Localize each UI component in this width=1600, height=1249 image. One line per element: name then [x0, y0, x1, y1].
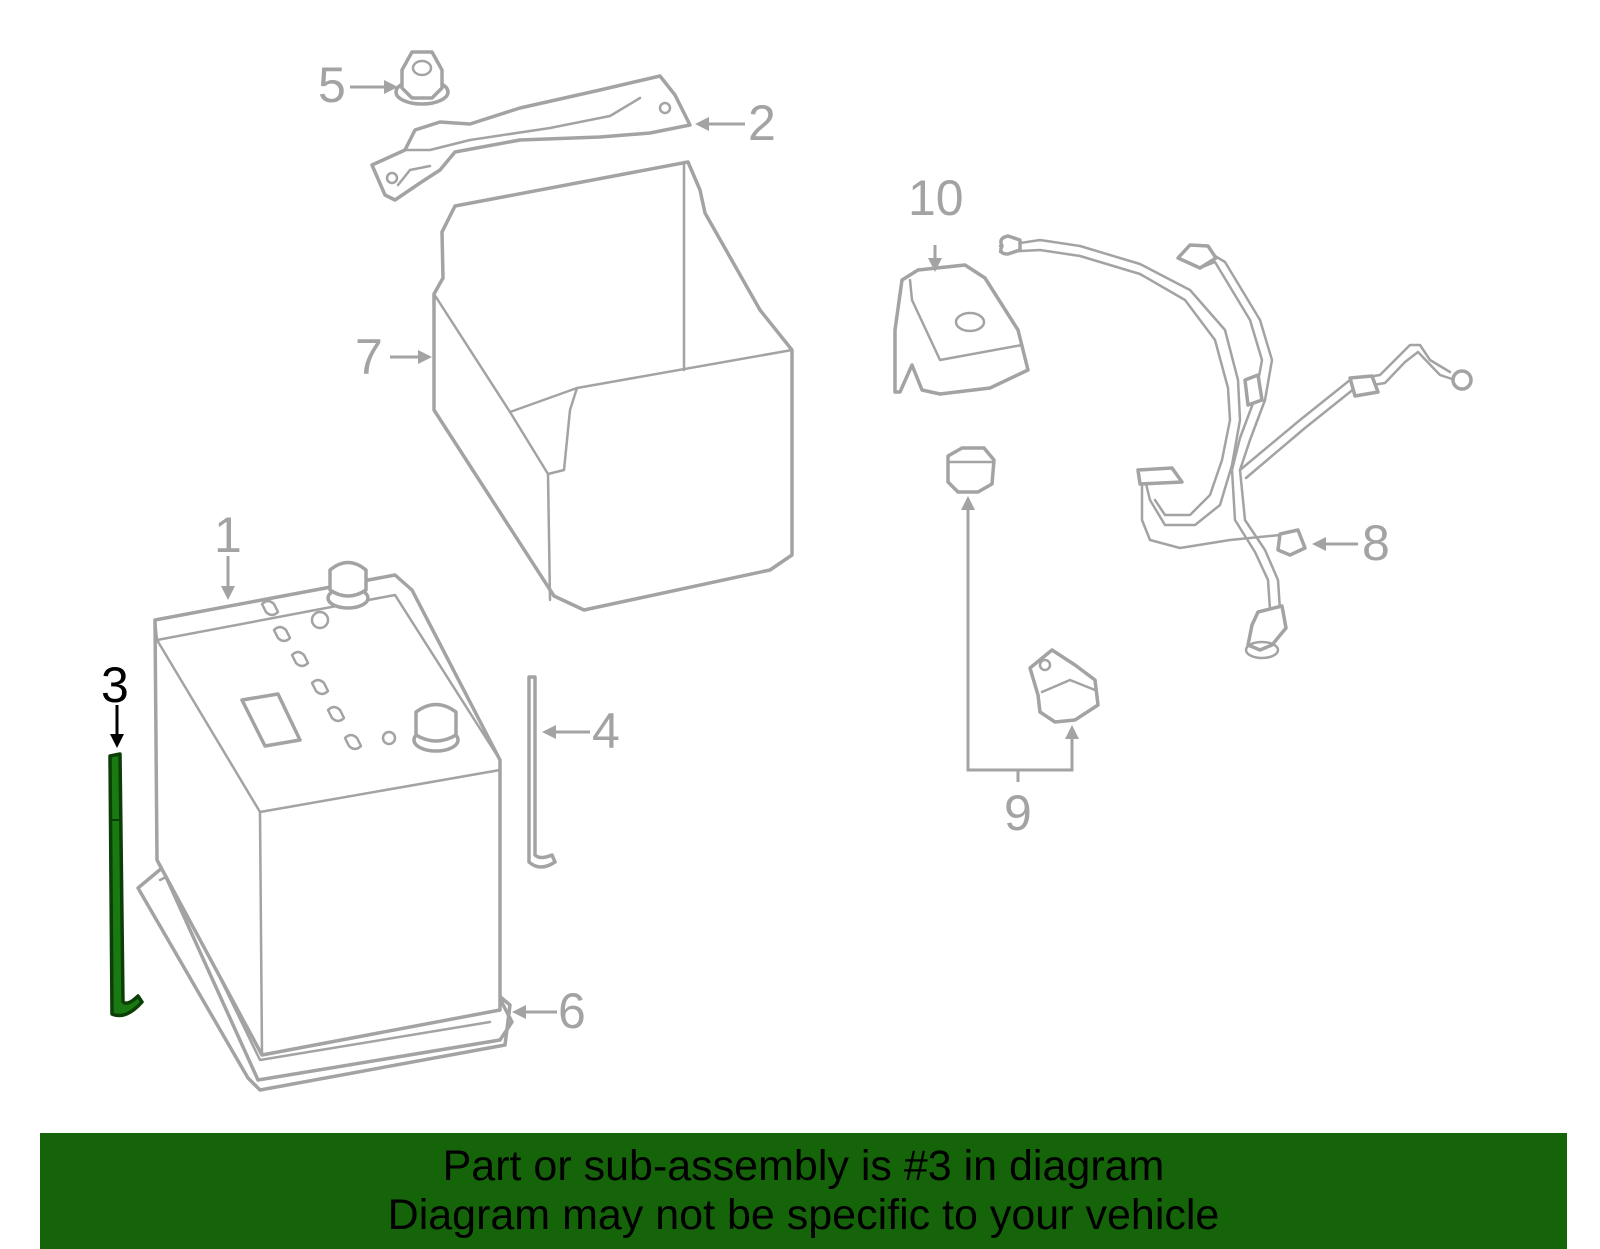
callout-4: 4 [592, 703, 620, 759]
part-9-terminal-nut[interactable] [946, 446, 996, 494]
part-9-terminal-clamp[interactable] [1028, 648, 1100, 724]
info-banner: Part or sub-assembly is #3 in diagram Di… [40, 1133, 1567, 1249]
callout-1: 1 [214, 507, 242, 563]
part-1-battery[interactable] [153, 560, 502, 1057]
callout-8: 8 [1362, 515, 1390, 571]
part-2-hold-down-clamp[interactable] [370, 74, 692, 202]
banner-line-1: Part or sub-assembly is #3 in diagram [442, 1142, 1165, 1190]
callout-10: 10 [908, 170, 964, 226]
part-10-terminal-cover[interactable] [893, 263, 1030, 396]
callout-7: 7 [355, 329, 383, 385]
callout-3: 3 [101, 657, 129, 713]
part-5-flange-nut[interactable] [394, 50, 450, 106]
battery-parts-diagram: 5 2 7 10 1 3 4 6 8 9 [101, 50, 1473, 1092]
callout-5: 5 [318, 57, 346, 113]
callout-6: 6 [558, 983, 586, 1039]
banner-line-2: Diagram may not be specific to your vehi… [387, 1191, 1220, 1239]
part-3-hold-down-rod-highlighted[interactable] [108, 752, 144, 1018]
callout-2: 2 [748, 95, 776, 151]
leader-lines [110, 80, 1358, 1019]
part-8-cable-harness[interactable] [998, 234, 1473, 660]
callout-9: 9 [1004, 785, 1032, 841]
part-4-hold-down-rod[interactable] [527, 675, 557, 869]
part-7-battery-box[interactable] [432, 160, 794, 612]
